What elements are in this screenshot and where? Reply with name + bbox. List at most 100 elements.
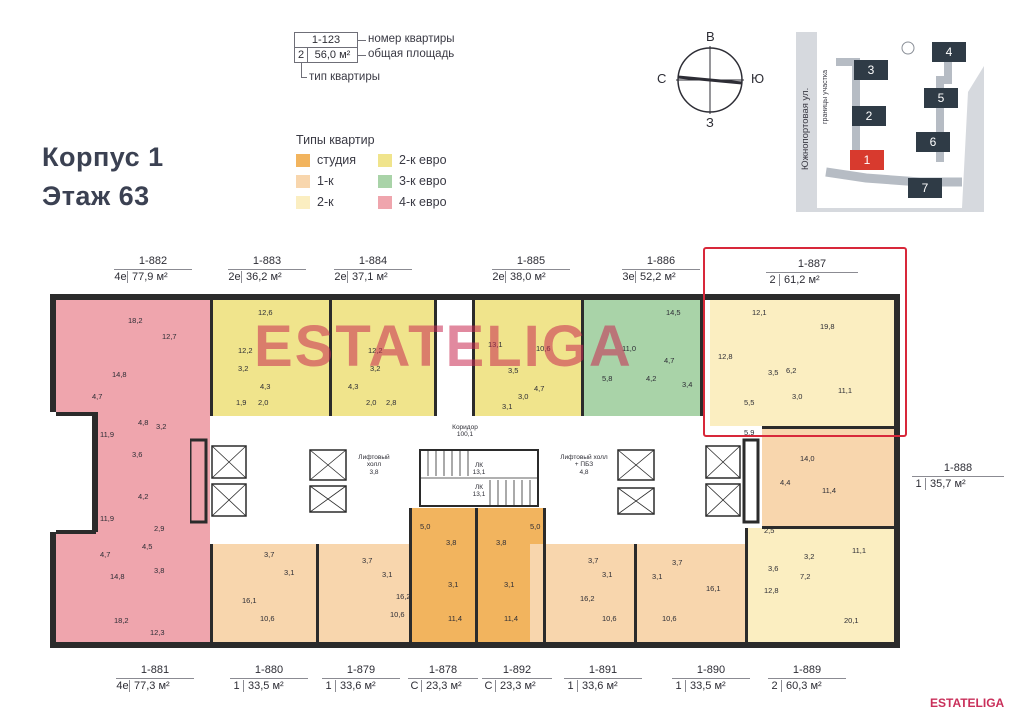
apartment-area: 33,5 м² xyxy=(690,680,726,692)
room-area: 12,2 xyxy=(368,346,383,355)
apartment-area: 60,3 м² xyxy=(786,680,822,692)
apartment-zone-1-885[interactable] xyxy=(474,300,582,416)
key-pointer-type-end xyxy=(301,77,307,78)
site-building-4: 4 xyxy=(932,42,966,62)
legend-title: Типы квартир xyxy=(296,133,375,147)
room-area: 3,0 xyxy=(792,392,803,401)
apartment-number: 1-885 xyxy=(492,255,570,270)
room-area: 5,8 xyxy=(602,374,613,383)
room-area: 3,1 xyxy=(602,570,613,579)
legend-swatch-3k-euro xyxy=(378,175,392,188)
apartment-zone-1-888[interactable] xyxy=(762,428,896,528)
room-area: 14,5 xyxy=(666,308,681,317)
apartment-zone-1-881[interactable] xyxy=(56,532,210,642)
selected-apartment-highlight xyxy=(703,247,907,437)
room-area: 4,4 xyxy=(780,478,791,487)
site-map: 3 4 5 2 6 1 7 Южнопортовая ул. границы у… xyxy=(796,32,984,212)
room-area: 2,0 xyxy=(366,398,377,407)
room-area: 16,1 xyxy=(242,596,257,605)
key-sample-area: 56,0 м² xyxy=(308,47,358,63)
legend-swatch-studio xyxy=(296,154,310,167)
room-area: 7,2 xyxy=(800,572,811,581)
apartment-area: 23,3 м² xyxy=(426,680,462,692)
wall-right xyxy=(894,294,900,648)
room-area: 3,6 xyxy=(132,450,143,459)
room-area: 5,0 xyxy=(420,522,431,531)
room-area: 4,3 xyxy=(260,382,271,391)
room-area: 14,8 xyxy=(112,370,127,379)
room-area: 4,7 xyxy=(534,384,545,393)
lift-hall-right-name: Лифтовый холл + ПБЗ xyxy=(560,454,608,469)
room-area: 3,8 xyxy=(496,538,507,547)
apartment-zone-1-878[interactable] xyxy=(410,508,476,642)
wall-top xyxy=(50,294,900,300)
corridor-name: Коридор xyxy=(452,424,478,431)
apartment-zone-1-882[interactable] xyxy=(56,300,210,412)
key-pointer-number xyxy=(358,40,366,41)
apartment-zone-1-891[interactable] xyxy=(530,544,634,642)
apartment-type: 3е xyxy=(622,271,636,283)
room-area: 14,8 xyxy=(110,572,125,581)
apartment-number: 1-884 xyxy=(334,255,412,270)
apartment-zone-1-884[interactable] xyxy=(330,300,434,416)
room-area: 13,1 xyxy=(488,340,503,349)
site-building-7: 7 xyxy=(908,178,942,198)
room-area: 10,6 xyxy=(536,344,551,353)
room-area: 12,2 xyxy=(238,346,253,355)
room-area: 3,1 xyxy=(284,568,295,577)
room-area: 6,2 xyxy=(786,366,797,375)
compass-rose-icon xyxy=(676,46,744,114)
footer-logo: ESTATELIGA xyxy=(930,696,1005,710)
lift-hall-left-name: Лифтовый холл xyxy=(358,454,390,469)
room-area: 19,8 xyxy=(820,322,835,331)
apartment-zone-1-886[interactable] xyxy=(582,300,700,416)
room-area: 16,1 xyxy=(706,584,721,593)
apartment-zone-1-883[interactable] xyxy=(212,300,330,416)
room-area: 3,2 xyxy=(804,552,815,561)
wall-partition xyxy=(581,300,584,416)
apartment-zone-1-880[interactable] xyxy=(212,544,316,642)
wall-partition xyxy=(745,528,748,642)
key-sample-type: 2 xyxy=(294,47,308,63)
apartment-zone-1-889[interactable] xyxy=(746,528,896,642)
legend-label-2k: 2-к xyxy=(317,195,334,209)
room-area: 16,2 xyxy=(396,592,411,601)
room-area: 10,6 xyxy=(260,614,275,623)
apartment-zone-1-890[interactable] xyxy=(636,544,746,642)
room-area: 3,1 xyxy=(382,570,393,579)
room-area: 2,9 xyxy=(154,524,165,533)
room-area: 11,9 xyxy=(100,514,115,523)
apartment-number: 1-889 xyxy=(768,664,846,679)
apartment-type: 4е xyxy=(116,680,130,692)
room-area: 4,2 xyxy=(138,492,149,501)
apartment-number: 1-880 xyxy=(230,664,308,679)
apartment-zone-1-887[interactable] xyxy=(710,300,896,426)
lift-hall-left: Лифтовый холл 3,8 xyxy=(354,454,394,476)
site-building-3: 3 xyxy=(854,60,888,80)
lift-hall-right-area: 4,8 xyxy=(579,468,589,476)
room-area: 5,5 xyxy=(744,398,755,407)
room-area: 18,2 xyxy=(128,316,143,325)
legend-swatch-4k-euro xyxy=(378,196,392,209)
wall-partition xyxy=(316,544,319,642)
room-area: 16,2 xyxy=(580,594,595,603)
apartment-zone-1-879[interactable] xyxy=(318,544,410,642)
wall-partition xyxy=(409,508,412,642)
corridor-label: Коридор 100,1 xyxy=(444,424,486,439)
apartment-number: 1-892 xyxy=(482,664,552,679)
floor-plan: Коридор 100,1 Лифтовый холл 3,8 Лифтовый… xyxy=(40,294,910,648)
room-area: 12,6 xyxy=(258,308,273,317)
apartment-area: 37,1 м² xyxy=(352,271,388,283)
apartment-type: 1 xyxy=(322,680,336,692)
room-area: 3,1 xyxy=(448,580,459,589)
apartment-type: 2е xyxy=(492,271,506,283)
site-building-1-active: 1 xyxy=(850,150,884,170)
room-area: 11,4 xyxy=(822,486,837,495)
apartment-type: 1 xyxy=(230,680,244,692)
